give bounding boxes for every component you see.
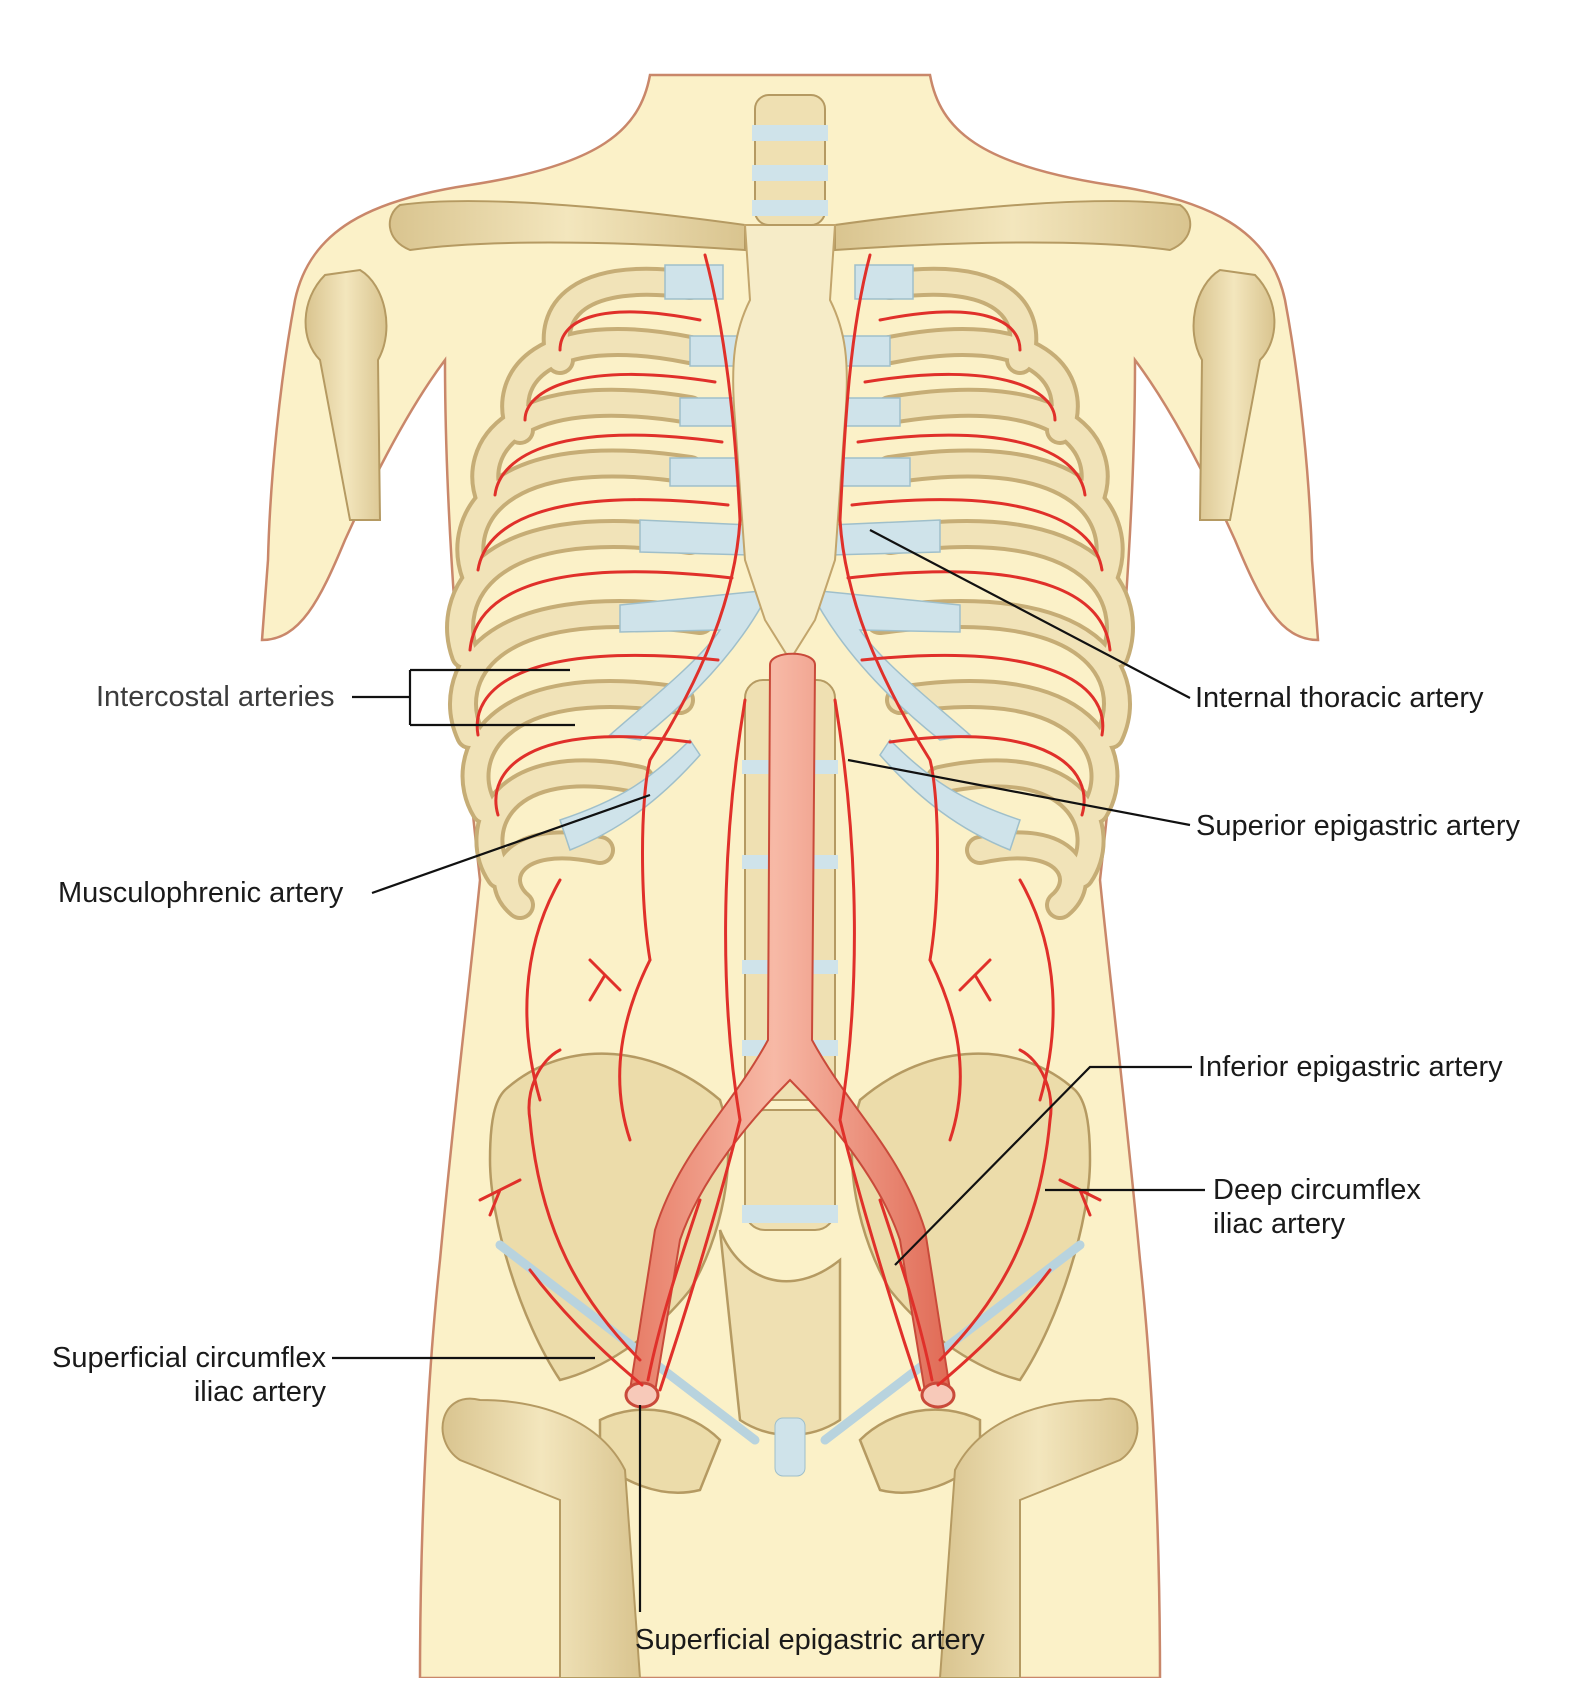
left-humerus (304, 268, 388, 521)
pubic-symphysis (774, 1417, 806, 1477)
leader-lines (332, 529, 1205, 1612)
inguinal-ligaments (495, 1240, 1085, 1445)
right-ribs (865, 266, 1135, 920)
right-clavicle (834, 200, 1192, 252)
label-internal-thoracic-artery: Internal thoracic artery (1195, 682, 1484, 714)
costal-cartilage (559, 264, 1021, 851)
arteries (468, 253, 1112, 1392)
label-superficial-epigastric-artery: Superficial epigastric artery (635, 1624, 985, 1656)
label-superior-epigastric-artery: Superior epigastric artery (1196, 810, 1520, 842)
label-superficial-circumflex-line-1: Superficial circumflex (52, 1342, 326, 1374)
label-deep-circumflex-iliac-artery: Deep circumflex iliac artery (1213, 1173, 1421, 1241)
right-humerus (1192, 268, 1276, 521)
label-deep-circumflex-line-2: iliac artery (1213, 1208, 1346, 1240)
label-superficial-circumflex-line-2: iliac artery (193, 1376, 326, 1408)
label-superficial-circumflex-iliac-artery: Superficial circumflex iliac artery (20, 1341, 326, 1409)
label-inferior-epigastric-artery: Inferior epigastric artery (1198, 1051, 1503, 1083)
sternum (732, 224, 848, 662)
aorta (624, 652, 956, 1409)
label-musculophrenic-artery: Musculophrenic artery (58, 877, 344, 909)
left-clavicle (388, 200, 746, 252)
label-intercostal-arteries: Intercostal arteries (96, 681, 335, 713)
label-deep-circumflex-line-1: Deep circumflex (1213, 1174, 1421, 1206)
